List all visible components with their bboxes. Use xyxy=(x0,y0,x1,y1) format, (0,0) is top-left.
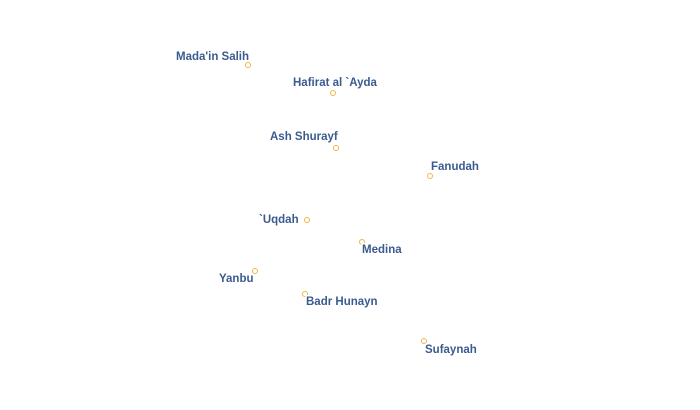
label-uqdah: `Uqdah xyxy=(259,214,299,226)
marker-medina[interactable] xyxy=(359,239,365,245)
marker-hafirat-al-ayda[interactable] xyxy=(330,90,336,96)
marker-fanudah[interactable] xyxy=(427,173,433,179)
label-ash-shurayf: Ash Shurayf xyxy=(270,131,338,143)
label-madain-salih: Mada'in Salih xyxy=(176,51,250,63)
marker-yanbu[interactable] xyxy=(252,268,258,274)
label-yanbu: Yanbu xyxy=(219,273,254,285)
label-badr-hunayn: Badr Hunayn xyxy=(306,296,378,308)
label-medina: Medina xyxy=(362,244,402,256)
label-fanudah: Fanudah xyxy=(431,161,479,173)
marker-sufaynah[interactable] xyxy=(421,338,427,344)
label-sufaynah: Sufaynah xyxy=(425,344,477,356)
marker-badr-hunayn[interactable] xyxy=(302,291,308,297)
marker-madain-salih[interactable] xyxy=(245,62,251,68)
label-hafirat-al-ayda: Hafirat al `Ayda xyxy=(293,77,377,89)
marker-uqdah[interactable] xyxy=(304,217,310,223)
marker-ash-shurayf[interactable] xyxy=(333,145,339,151)
